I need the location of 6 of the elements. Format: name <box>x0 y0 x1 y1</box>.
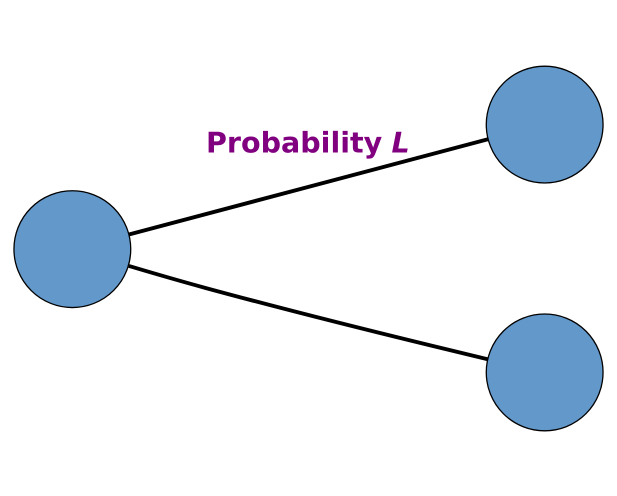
node-circle <box>486 65 604 184</box>
node-circle <box>13 190 132 308</box>
node-circle <box>486 312 604 431</box>
connector <box>128 136 488 236</box>
edge-label: Probability L <box>206 126 410 160</box>
connector <box>128 264 488 361</box>
